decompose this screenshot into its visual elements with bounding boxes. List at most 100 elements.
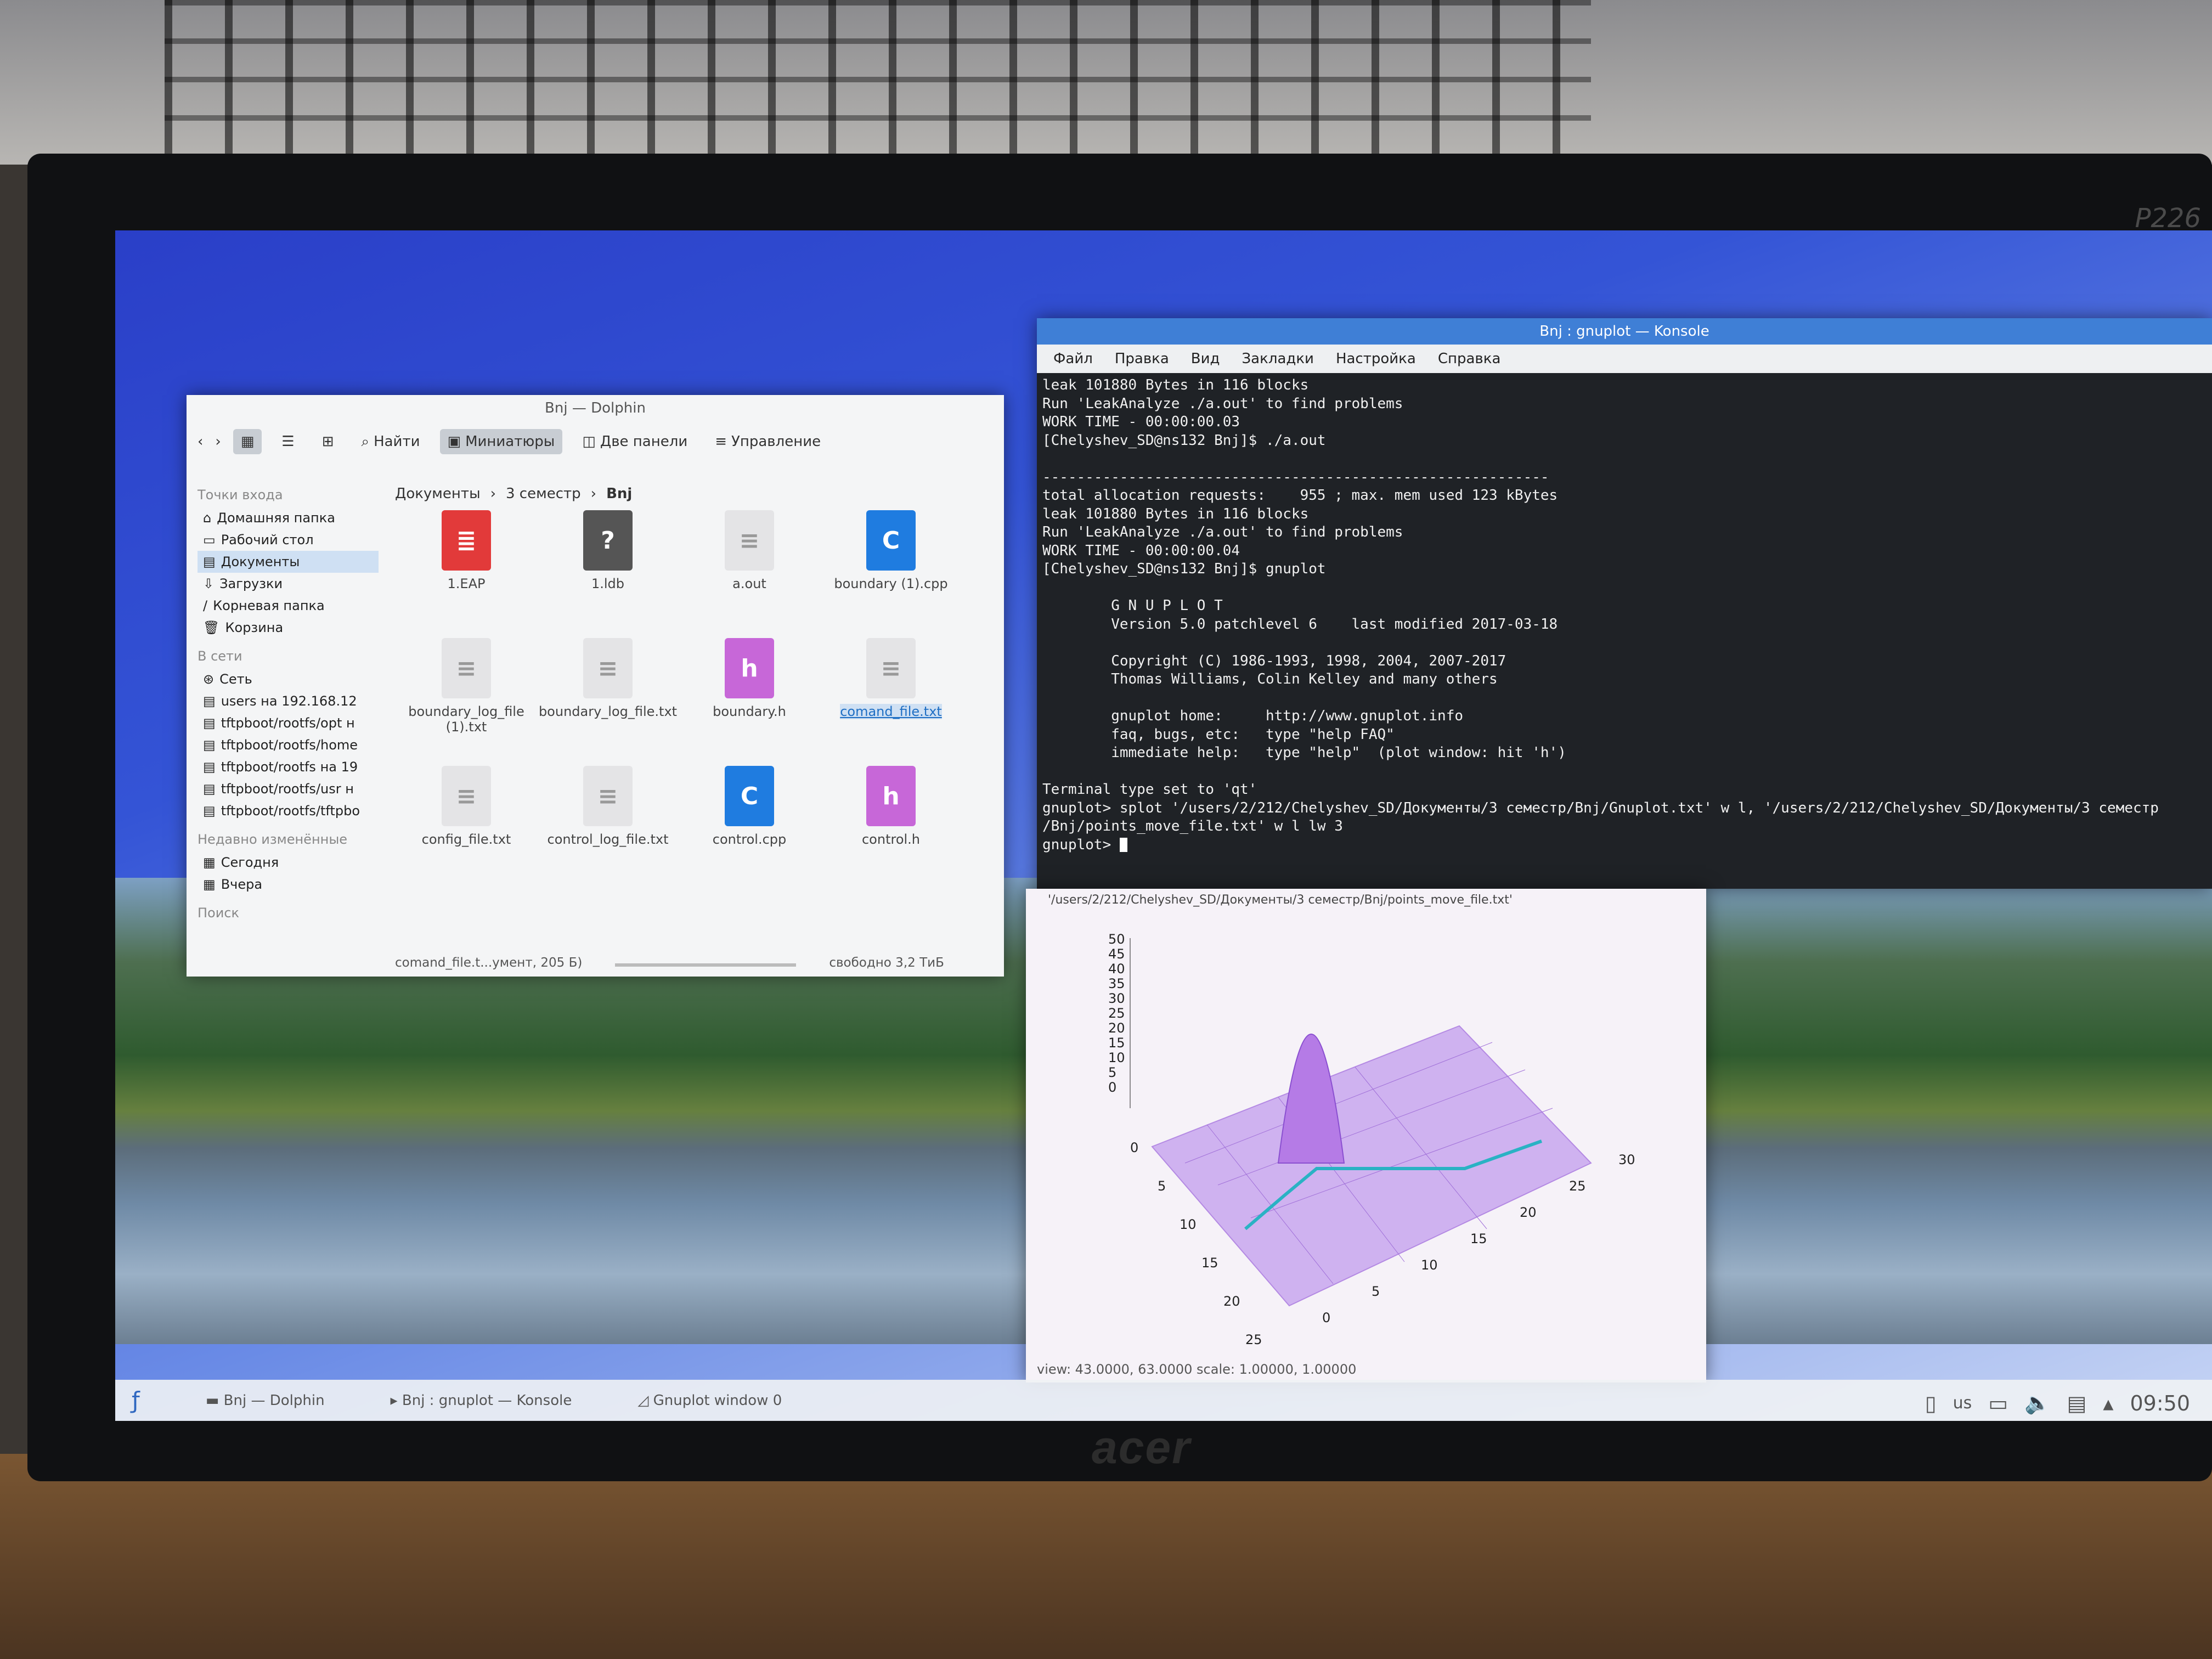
task-label: Bnj — Dolphin — [223, 1392, 325, 1409]
menu-help[interactable]: Справка — [1437, 351, 1501, 367]
usb-icon[interactable]: ▯ — [1925, 1391, 1937, 1415]
place-root[interactable]: /Корневая папка — [198, 595, 379, 617]
net-item[interactable]: ▤tftpboot/rootfs/usr н — [198, 778, 379, 800]
text-file-icon: ≡ — [866, 638, 916, 698]
terminal-line: [Chelyshev_SD@ns132 Bnj]$ ./a.out — [1042, 432, 1326, 449]
net-item[interactable]: ▤tftpboot/rootfs/opt н — [198, 712, 379, 734]
terminal-line: total allocation requests: 955 ; max. me… — [1042, 487, 1558, 504]
recent-today[interactable]: ▦Сегодня — [198, 851, 379, 873]
menu-edit[interactable]: Правка — [1114, 351, 1169, 367]
cursor — [1119, 838, 1127, 852]
chevron-up-icon[interactable]: ▴ — [2103, 1391, 2114, 1415]
volume-icon[interactable]: 🔈 — [2024, 1391, 2051, 1415]
terminal-line — [1042, 689, 2207, 708]
file-item[interactable]: ≣1.EAP — [398, 510, 535, 634]
find-label: Найти — [374, 433, 420, 450]
zoom-slider[interactable] — [615, 963, 797, 967]
terminal-line: /Bnj/points_move_file.txt' w l lw 3 — [1042, 818, 1343, 834]
details-view-icon[interactable]: ☰ — [281, 433, 295, 450]
net-item[interactable]: ▤tftpboot/rootfs/tftpbo — [198, 800, 379, 822]
net-item[interactable]: ⊛Сеть — [198, 668, 379, 690]
place-documents[interactable]: ▤Документы — [198, 551, 379, 573]
task-gnuplot[interactable]: ◿ Gnuplot window 0 — [637, 1392, 782, 1409]
place-home[interactable]: ⌂Домашняя папка — [198, 507, 379, 529]
place-desktop[interactable]: ▭Рабочий стол — [198, 529, 379, 551]
file-item[interactable]: ≡control_log_file.txt — [539, 766, 676, 889]
net-label: tftpboot/rootfs на 19 — [221, 759, 358, 775]
text-file-icon: ≡ — [442, 638, 491, 698]
fedora-icon[interactable]: ƒ — [132, 1387, 140, 1414]
file-label: boundary_log_file (1).txt — [408, 704, 524, 735]
screen: Bnj — Dolphin ‹ › ▦ ☰ ⊞ ⌕Найти ▣Миниатюр… — [115, 230, 2212, 1421]
chart-icon: ◿ — [637, 1392, 653, 1409]
file-item[interactable]: ≡config_file.txt — [398, 766, 535, 889]
place-trash[interactable]: 🗑Корзина — [198, 617, 379, 639]
system-tray: ▯ us ▭ 🔈 ▤ ▴ 09:50 — [1925, 1391, 2190, 1415]
image-icon: ▣ — [447, 433, 461, 450]
net-item[interactable]: ▤tftpboot/rootfs/home — [198, 734, 379, 756]
clipboard-icon[interactable]: ▤ — [2067, 1391, 2087, 1415]
monitor-icon[interactable]: ▭ — [1988, 1391, 2008, 1415]
z-tick-label: 40 — [1108, 961, 1125, 977]
icons-view-icon[interactable]: ▦ — [233, 429, 262, 454]
share-icon: ▤ — [203, 737, 216, 753]
menu-icon: ≡ — [715, 433, 727, 450]
preview-button[interactable]: ▣Миниатюры — [439, 429, 563, 454]
file-item[interactable]: ≡ boundary_log_file (1).txt — [398, 638, 535, 761]
breadcrumb-item[interactable]: Документы — [395, 486, 481, 502]
y-tick-label: 15 — [1201, 1255, 1218, 1271]
share-icon: ▤ — [203, 693, 216, 709]
file-label: comand_file.txt — [840, 704, 942, 719]
surface — [1151, 1025, 1592, 1307]
terminal-line: immediate help: type "help" (plot window… — [1042, 744, 1566, 761]
net-item[interactable]: ▤tftpboot/rootfs на 19 — [198, 756, 379, 778]
place-downloads[interactable]: ⇩Загрузки — [198, 573, 379, 595]
ceiling-grid — [165, 0, 1591, 159]
dolphin-titlebar[interactable]: Bnj — Dolphin — [545, 400, 646, 416]
menu-bookmarks[interactable]: Закладки — [1242, 351, 1314, 367]
menu-settings[interactable]: Настройка — [1335, 351, 1416, 367]
back-icon[interactable]: ‹ — [198, 433, 204, 450]
find-button[interactable]: ⌕Найти — [354, 429, 428, 455]
binary-file-icon: ≡ — [725, 510, 774, 571]
split-view-icon[interactable]: ⊞ — [321, 433, 334, 450]
konsole-titlebar[interactable]: Bnj : gnuplot — Konsole — [1037, 318, 2212, 345]
terminal-icon: ▸ — [390, 1392, 402, 1409]
background-wall — [0, 0, 2212, 165]
file-item[interactable]: ?1.ldb — [539, 510, 676, 634]
file-item[interactable]: ≡a.out — [681, 510, 818, 634]
file-item-selected[interactable]: ≡ comand_file.txt — [822, 638, 960, 761]
gnuplot-window[interactable]: '/users/2/212/Chelyshev_SD/Документы/3 с… — [1026, 889, 1706, 1383]
control-button[interactable]: ≡Управление — [707, 429, 828, 454]
y-tick-label: 25 — [1245, 1332, 1262, 1347]
net-item[interactable]: ▤users на 192.168.12 — [198, 690, 379, 712]
task-dolphin[interactable]: ▬ Bnj — Dolphin — [206, 1392, 325, 1409]
text-file-icon: ≡ — [442, 766, 491, 826]
dolphin-window[interactable]: Bnj — Dolphin ‹ › ▦ ☰ ⊞ ⌕Найти ▣Миниатюр… — [187, 395, 1004, 977]
breadcrumb-item[interactable]: 3 семестр — [506, 486, 581, 502]
forward-icon[interactable]: › — [215, 433, 221, 450]
net-label: tftpboot/rootfs/usr н — [221, 781, 354, 797]
document-icon: ▤ — [203, 554, 216, 569]
file-item[interactable]: ≡boundary_log_file.txt — [539, 638, 677, 761]
task-konsole[interactable]: ▸ Bnj : gnuplot — Konsole — [391, 1392, 572, 1409]
keyboard-layout[interactable]: us — [1953, 1393, 1972, 1413]
menu-view[interactable]: Вид — [1190, 351, 1220, 367]
terminal-line: Copyright (C) 1986-1993, 1998, 2004, 200… — [1042, 652, 1506, 669]
monitor-brand-logo: acer — [1092, 1421, 1191, 1473]
desktop-icon: ▭ — [203, 532, 216, 548]
terminal-line: WORK TIME - 00:00:00.03 — [1042, 414, 1240, 430]
recent-yesterday[interactable]: ▦Вчера — [198, 873, 379, 895]
recent-label: Сегодня — [221, 855, 279, 870]
clock[interactable]: 09:50 — [2130, 1391, 2190, 1415]
menu-file[interactable]: Файл — [1053, 351, 1093, 367]
split-button[interactable]: ◫Две панели — [574, 429, 695, 454]
surface-plot: 5045403530252015105005101520253005101520… — [1108, 932, 1635, 1372]
breadcrumb-item[interactable]: Bnj — [606, 486, 633, 502]
konsole-window[interactable]: Bnj : gnuplot — Konsole Файл Правка Вид … — [1037, 318, 2212, 889]
